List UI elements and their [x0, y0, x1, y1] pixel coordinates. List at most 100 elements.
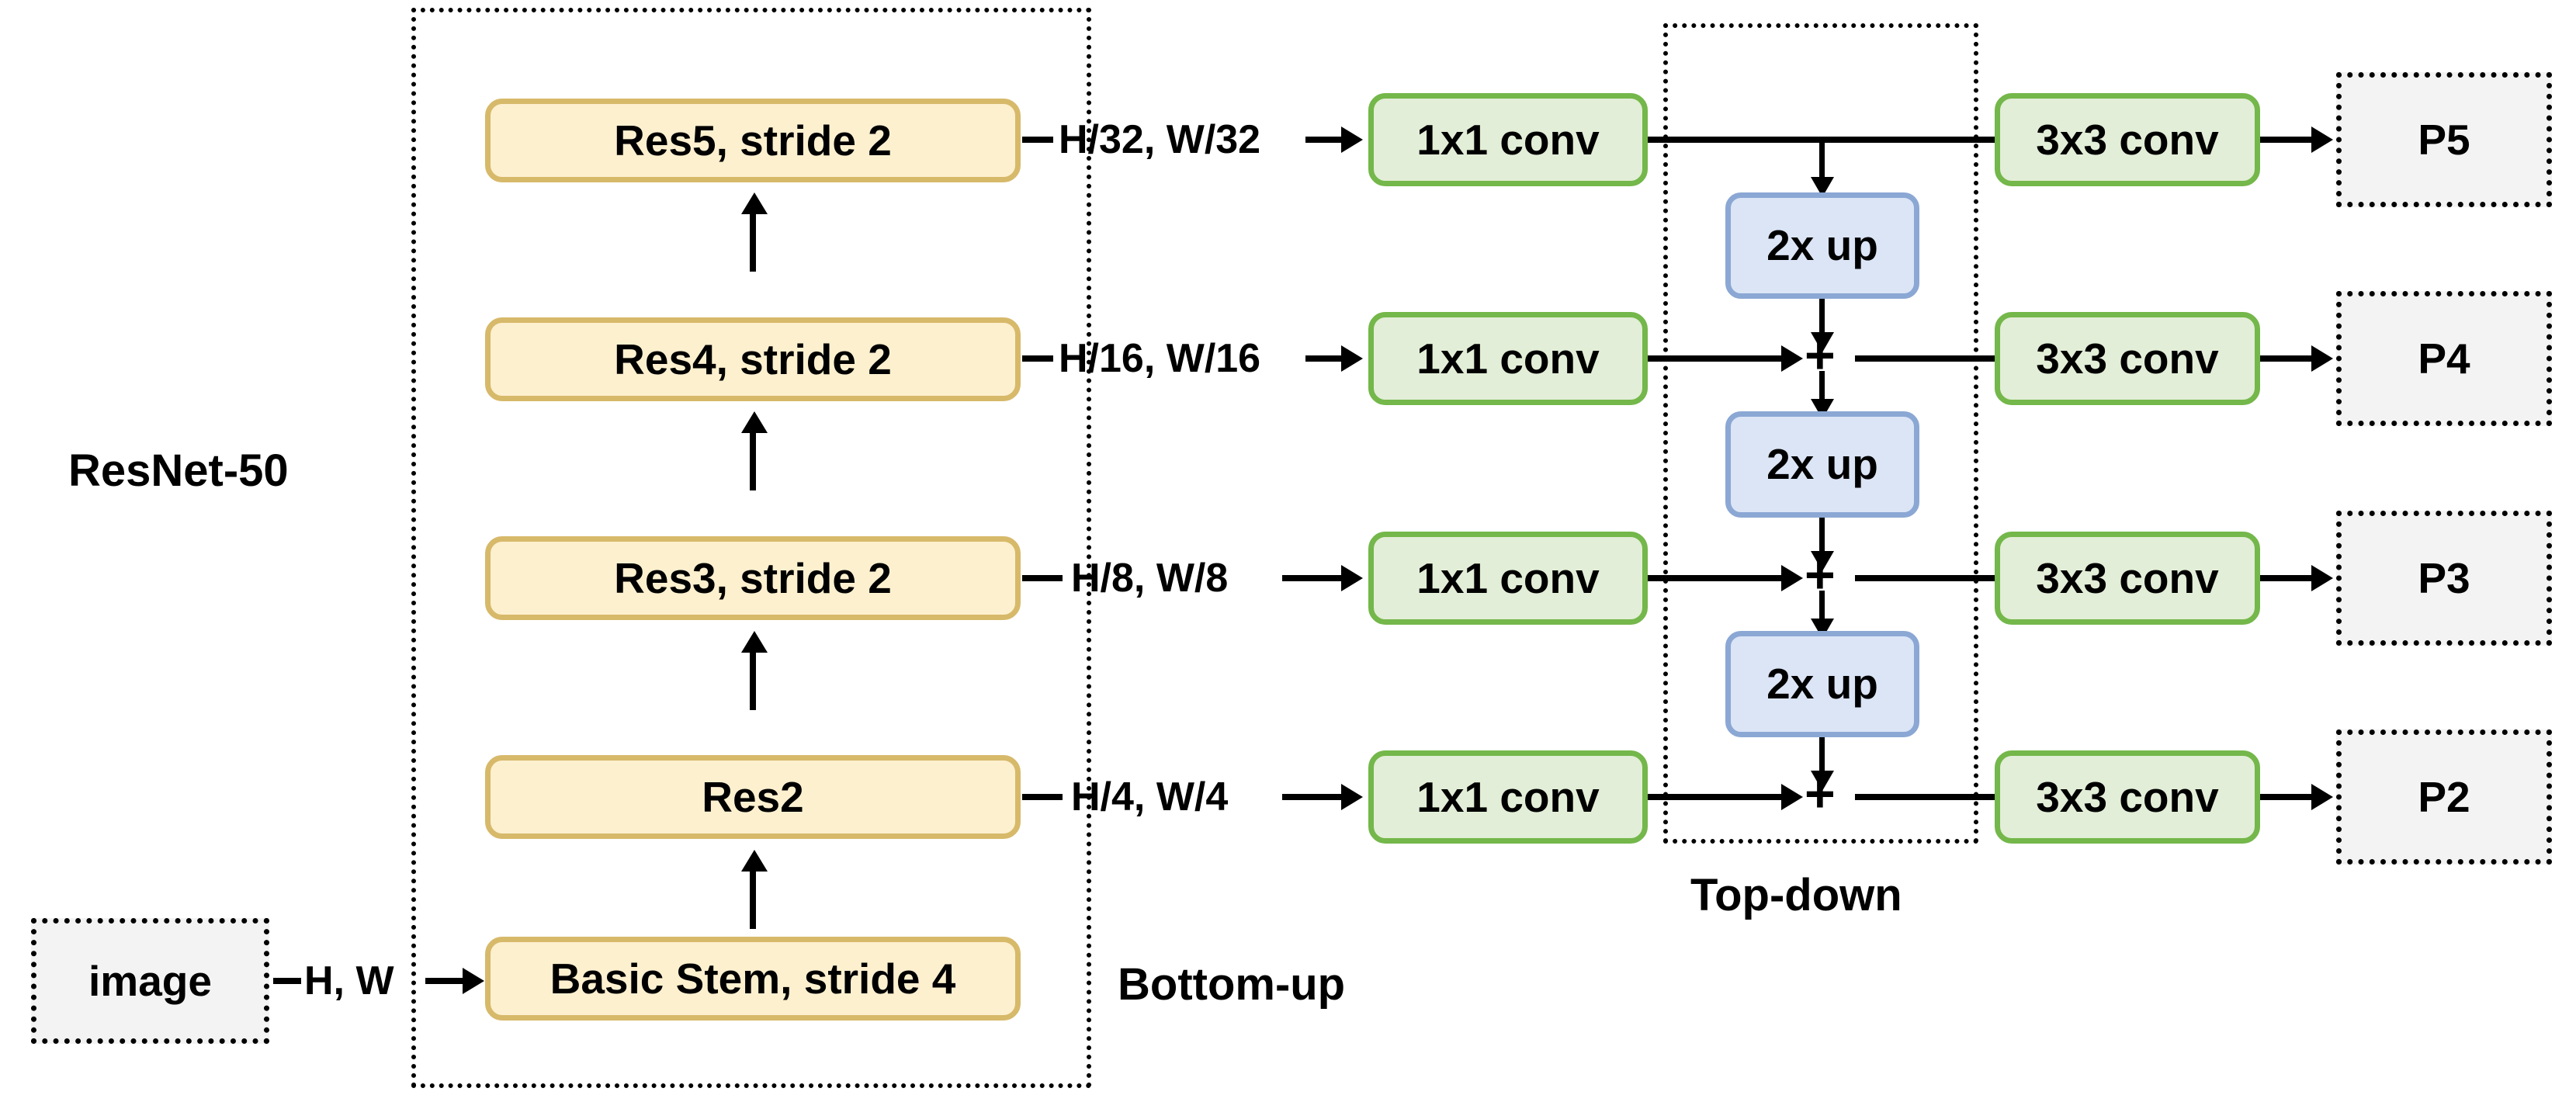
output-level-p3[interactable]: P3	[2336, 511, 2552, 646]
lateral-conv-p3-label: 1x1 conv	[1416, 553, 1600, 602]
backbone-stage-res5-label: Res5, stride 2	[614, 116, 892, 165]
connector-stem-to-res2	[750, 871, 756, 929]
backbone-stage-res5[interactable]: Res5, stride 2	[485, 99, 1021, 182]
dim-label-res5: H/32, W/32	[1059, 117, 1261, 162]
arrow-res5-to-lateral-icon	[1341, 126, 1363, 153]
lateral-conv-p3[interactable]: 1x1 conv	[1368, 532, 1648, 625]
arrow-lateral-p2-merge-icon	[1781, 784, 1803, 810]
backbone-stage-stem-label: Basic Stem, stride 4	[550, 954, 956, 1003]
bottom-up-label: Bottom-up	[1118, 959, 1346, 1010]
arrow-res3-to-res4-icon	[741, 411, 768, 433]
input-image-label: image	[88, 957, 212, 1005]
arrow-lateral-p3-merge-icon	[1781, 565, 1803, 591]
connector-res3-to-res4	[750, 432, 756, 490]
arrow-upsample2-to-merge2-icon	[1811, 551, 1834, 571]
backbone-stage-stem[interactable]: Basic Stem, stride 4	[485, 937, 1021, 1021]
connector-conv-to-p4	[2260, 355, 2313, 362]
arrow-image-to-stem-icon	[463, 968, 484, 994]
connector-upsample3-to-merge3	[1819, 737, 1825, 774]
arrow-to-p5-icon	[2311, 126, 2333, 153]
connector-lateral-p4-to-merge	[1648, 355, 1784, 362]
arrow-lateral-p4-merge-icon	[1781, 345, 1803, 372]
lateral-conv-p4-label: 1x1 conv	[1416, 334, 1600, 383]
connector-res2-stub	[1022, 794, 1063, 800]
arrow-to-p3-icon	[2311, 565, 2333, 591]
backbone-stage-res2-label: Res2	[702, 772, 804, 821]
connector-upsample1-to-merge1	[1819, 299, 1825, 335]
backbone-stage-res4[interactable]: Res4, stride 2	[485, 317, 1021, 401]
connector-merge-p4-down	[1819, 371, 1825, 402]
output-level-p4[interactable]: P4	[2336, 291, 2552, 426]
output-conv-p5-label: 3x3 conv	[2036, 115, 2219, 164]
output-conv-p4[interactable]: 3x3 conv	[1995, 312, 2260, 405]
connector-image-to-stem	[425, 978, 466, 984]
backbone-stage-res4-label: Res4, stride 2	[614, 334, 892, 383]
connector-res4-stub	[1022, 355, 1053, 362]
input-image-box[interactable]: image	[31, 918, 269, 1044]
lateral-conv-p2-label: 1x1 conv	[1416, 772, 1600, 821]
output-conv-p3-label: 3x3 conv	[2036, 553, 2219, 602]
output-conv-p2-label: 3x3 conv	[2036, 772, 2219, 821]
connector-merge-p2-to-output	[1855, 794, 1995, 800]
connector-merge-p3-down	[1819, 591, 1825, 622]
output-conv-p4-label: 3x3 conv	[2036, 334, 2219, 383]
lateral-conv-p5[interactable]: 1x1 conv	[1368, 93, 1648, 186]
arrow-to-p2-icon	[2311, 784, 2333, 810]
top-down-group	[1663, 23, 1978, 844]
connector-res5-stub	[1022, 137, 1053, 143]
arrow-res2-to-lateral-icon	[1341, 784, 1363, 810]
output-conv-p5[interactable]: 3x3 conv	[1995, 93, 2260, 186]
merge-plus-p2: +	[1805, 764, 1836, 823]
lateral-conv-p2[interactable]: 1x1 conv	[1368, 750, 1648, 844]
connector-lateral-p2-to-merge	[1648, 794, 1784, 800]
connector-res4-to-res5	[750, 213, 756, 272]
upsample-block-1[interactable]: 2x up	[1725, 192, 1919, 299]
connector-merge-p3-to-output	[1855, 575, 1995, 581]
connector-res3-to-lateral	[1282, 575, 1344, 581]
dim-label-res2: H/4, W/4	[1071, 775, 1229, 820]
connector-upsample2-to-merge2	[1819, 518, 1825, 554]
arrow-upsample1-to-merge1-icon	[1811, 332, 1834, 352]
arrow-upsample3-to-merge3-icon	[1811, 771, 1834, 791]
upsample-block-3-label: 2x up	[1766, 660, 1878, 708]
arrow-res3-to-lateral-icon	[1341, 565, 1363, 591]
connector-res5-to-lateral	[1305, 137, 1344, 143]
arrow-res4-to-res5-icon	[741, 192, 768, 214]
connector-res3-stub	[1022, 575, 1063, 581]
output-conv-p2[interactable]: 3x3 conv	[1995, 750, 2260, 844]
dim-label-res4: H/16, W/16	[1059, 336, 1261, 381]
top-down-label: Top-down	[1690, 870, 1902, 920]
arrow-res4-to-lateral-icon	[1341, 345, 1363, 372]
connector-lateral-p3-to-merge	[1648, 575, 1784, 581]
arrow-res2-to-res3-icon	[741, 631, 768, 653]
output-level-p5-label: P5	[2418, 116, 2470, 164]
connector-p5-down-to-upsample1	[1819, 140, 1825, 180]
output-level-p4-label: P4	[2418, 334, 2470, 383]
upsample-block-1-label: 2x up	[1766, 221, 1878, 269]
upsample-block-2-label: 2x up	[1766, 440, 1878, 488]
dim-label-input: H, W	[304, 958, 394, 1003]
connector-conv-to-p3	[2260, 575, 2313, 581]
arrow-to-p4-icon	[2311, 345, 2333, 372]
connector-merge-p4-to-output	[1855, 355, 1995, 362]
lateral-conv-p4[interactable]: 1x1 conv	[1368, 312, 1648, 405]
backbone-stage-res3-label: Res3, stride 2	[614, 553, 892, 602]
output-conv-p3[interactable]: 3x3 conv	[1995, 532, 2260, 625]
backbone-stage-res2[interactable]: Res2	[485, 755, 1021, 839]
output-level-p2[interactable]: P2	[2336, 729, 2552, 865]
lateral-conv-p5-label: 1x1 conv	[1416, 115, 1600, 164]
connector-res4-to-lateral	[1305, 355, 1344, 362]
output-level-p5[interactable]: P5	[2336, 72, 2552, 207]
output-level-p3-label: P3	[2418, 554, 2470, 602]
connector-image-stub	[273, 978, 301, 984]
connector-conv-to-p2	[2260, 794, 2313, 800]
backbone-stage-res3[interactable]: Res3, stride 2	[485, 536, 1021, 620]
resnet-backbone-group	[411, 8, 1091, 1088]
upsample-block-2[interactable]: 2x up	[1725, 411, 1919, 518]
output-level-p2-label: P2	[2418, 773, 2470, 821]
backbone-name-label: ResNet-50	[68, 445, 289, 496]
connector-conv-to-p5	[2260, 137, 2313, 143]
upsample-block-3[interactable]: 2x up	[1725, 631, 1919, 737]
connector-res2-to-lateral	[1282, 794, 1344, 800]
